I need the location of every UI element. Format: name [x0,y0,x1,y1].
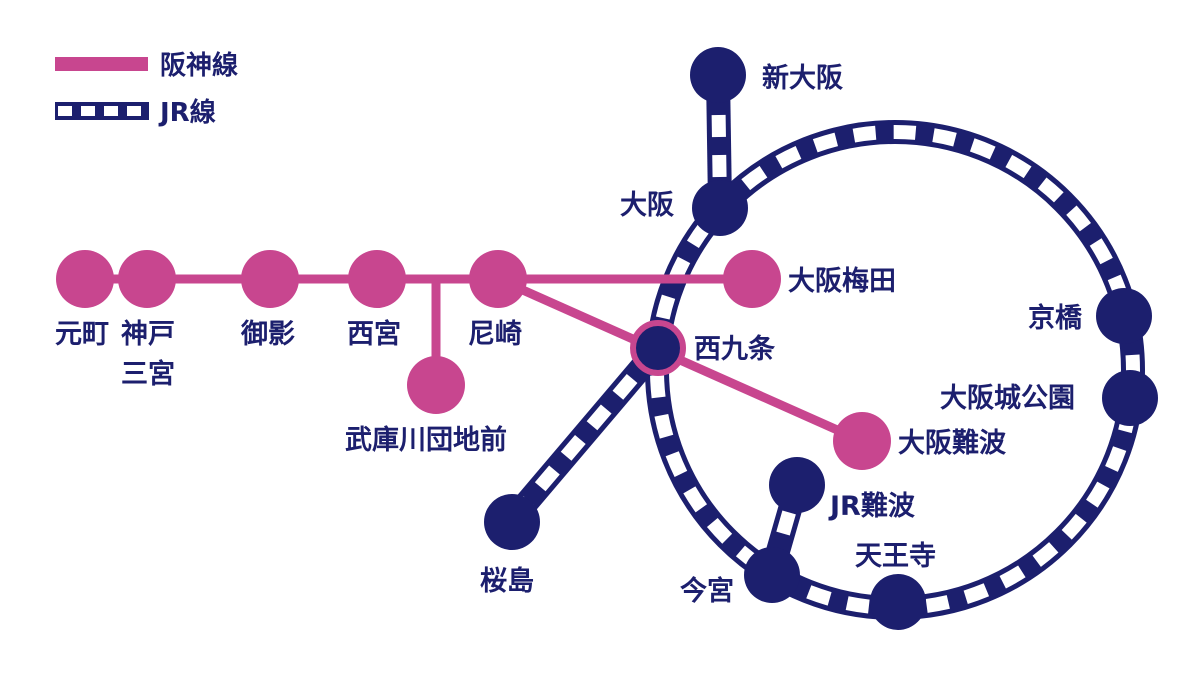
jr-sakurajima-branch-base [502,340,668,528]
station-marker-imamiya [744,547,800,603]
station-markers [56,47,1158,630]
station-marker-shin-osaka [690,47,746,103]
station-label-osakajokoen: 大阪城公園 [940,383,1075,414]
station-marker-tennoji [870,574,926,630]
station-label-kobe-sannomiya-line1: 神戸 [121,319,175,350]
station-label-jr-namba: JR難波 [828,491,916,522]
station-label-mikage: 御影 [240,319,295,350]
station-marker-kobe-sannomiya [118,250,176,308]
legend-jr-label: JR線 [158,97,216,128]
station-marker-mukogawa-danchimae [407,356,465,414]
station-marker-osaka-umeda [723,250,781,308]
station-label-kyobashi: 京橋 [1028,302,1083,334]
station-marker-osakajokoen [1102,370,1158,426]
station-marker-amagasaki [469,250,527,308]
station-label-shin-osaka: 新大阪 [762,62,843,94]
legend: 阪神線 JR線 [55,50,238,128]
station-label-sakurajima: 桜島 [480,566,534,597]
jr-lines [502,74,1145,620]
station-marker-kyobashi [1096,288,1152,344]
station-marker-sakurajima [484,494,540,550]
station-marker-nishinomiya [348,250,406,308]
station-label-imamiya: 今宮 [680,575,734,607]
station-label-amagasaki: 尼崎 [468,319,522,350]
station-label-osaka-namba: 大阪難波 [898,428,1007,459]
station-marker-osaka-namba [833,412,891,470]
station-label-kobe-sannomiya-line2: 三宮 [121,358,175,390]
legend-hanshin-label: 阪神線 [160,50,238,81]
station-label-tennoji: 天王寺 [855,541,936,572]
station-marker-motomachi [56,250,114,308]
station-label-nishinomiya: 西宮 [347,318,401,350]
station-marker-jr-namba [769,457,825,513]
station-label-osaka-umeda: 大阪梅田 [788,266,896,297]
station-label-motomachi: 元町 [55,319,109,350]
station-label-mukogawa-danchimae: 武庫川団地前 [345,424,507,456]
station-label-nishikujo: 西九条 [694,334,776,365]
legend-jr-line-base [55,102,149,120]
station-label-osaka: 大阪 [620,190,674,221]
station-marker-osaka [692,180,748,236]
station-labels: 元町 神戸 三宮 御影 西宮 尼崎 武庫川団地前 大阪梅田 西九条 大阪難波 新… [55,62,1083,607]
station-marker-nishikujo [630,320,686,376]
station-marker-mikage [241,250,299,308]
